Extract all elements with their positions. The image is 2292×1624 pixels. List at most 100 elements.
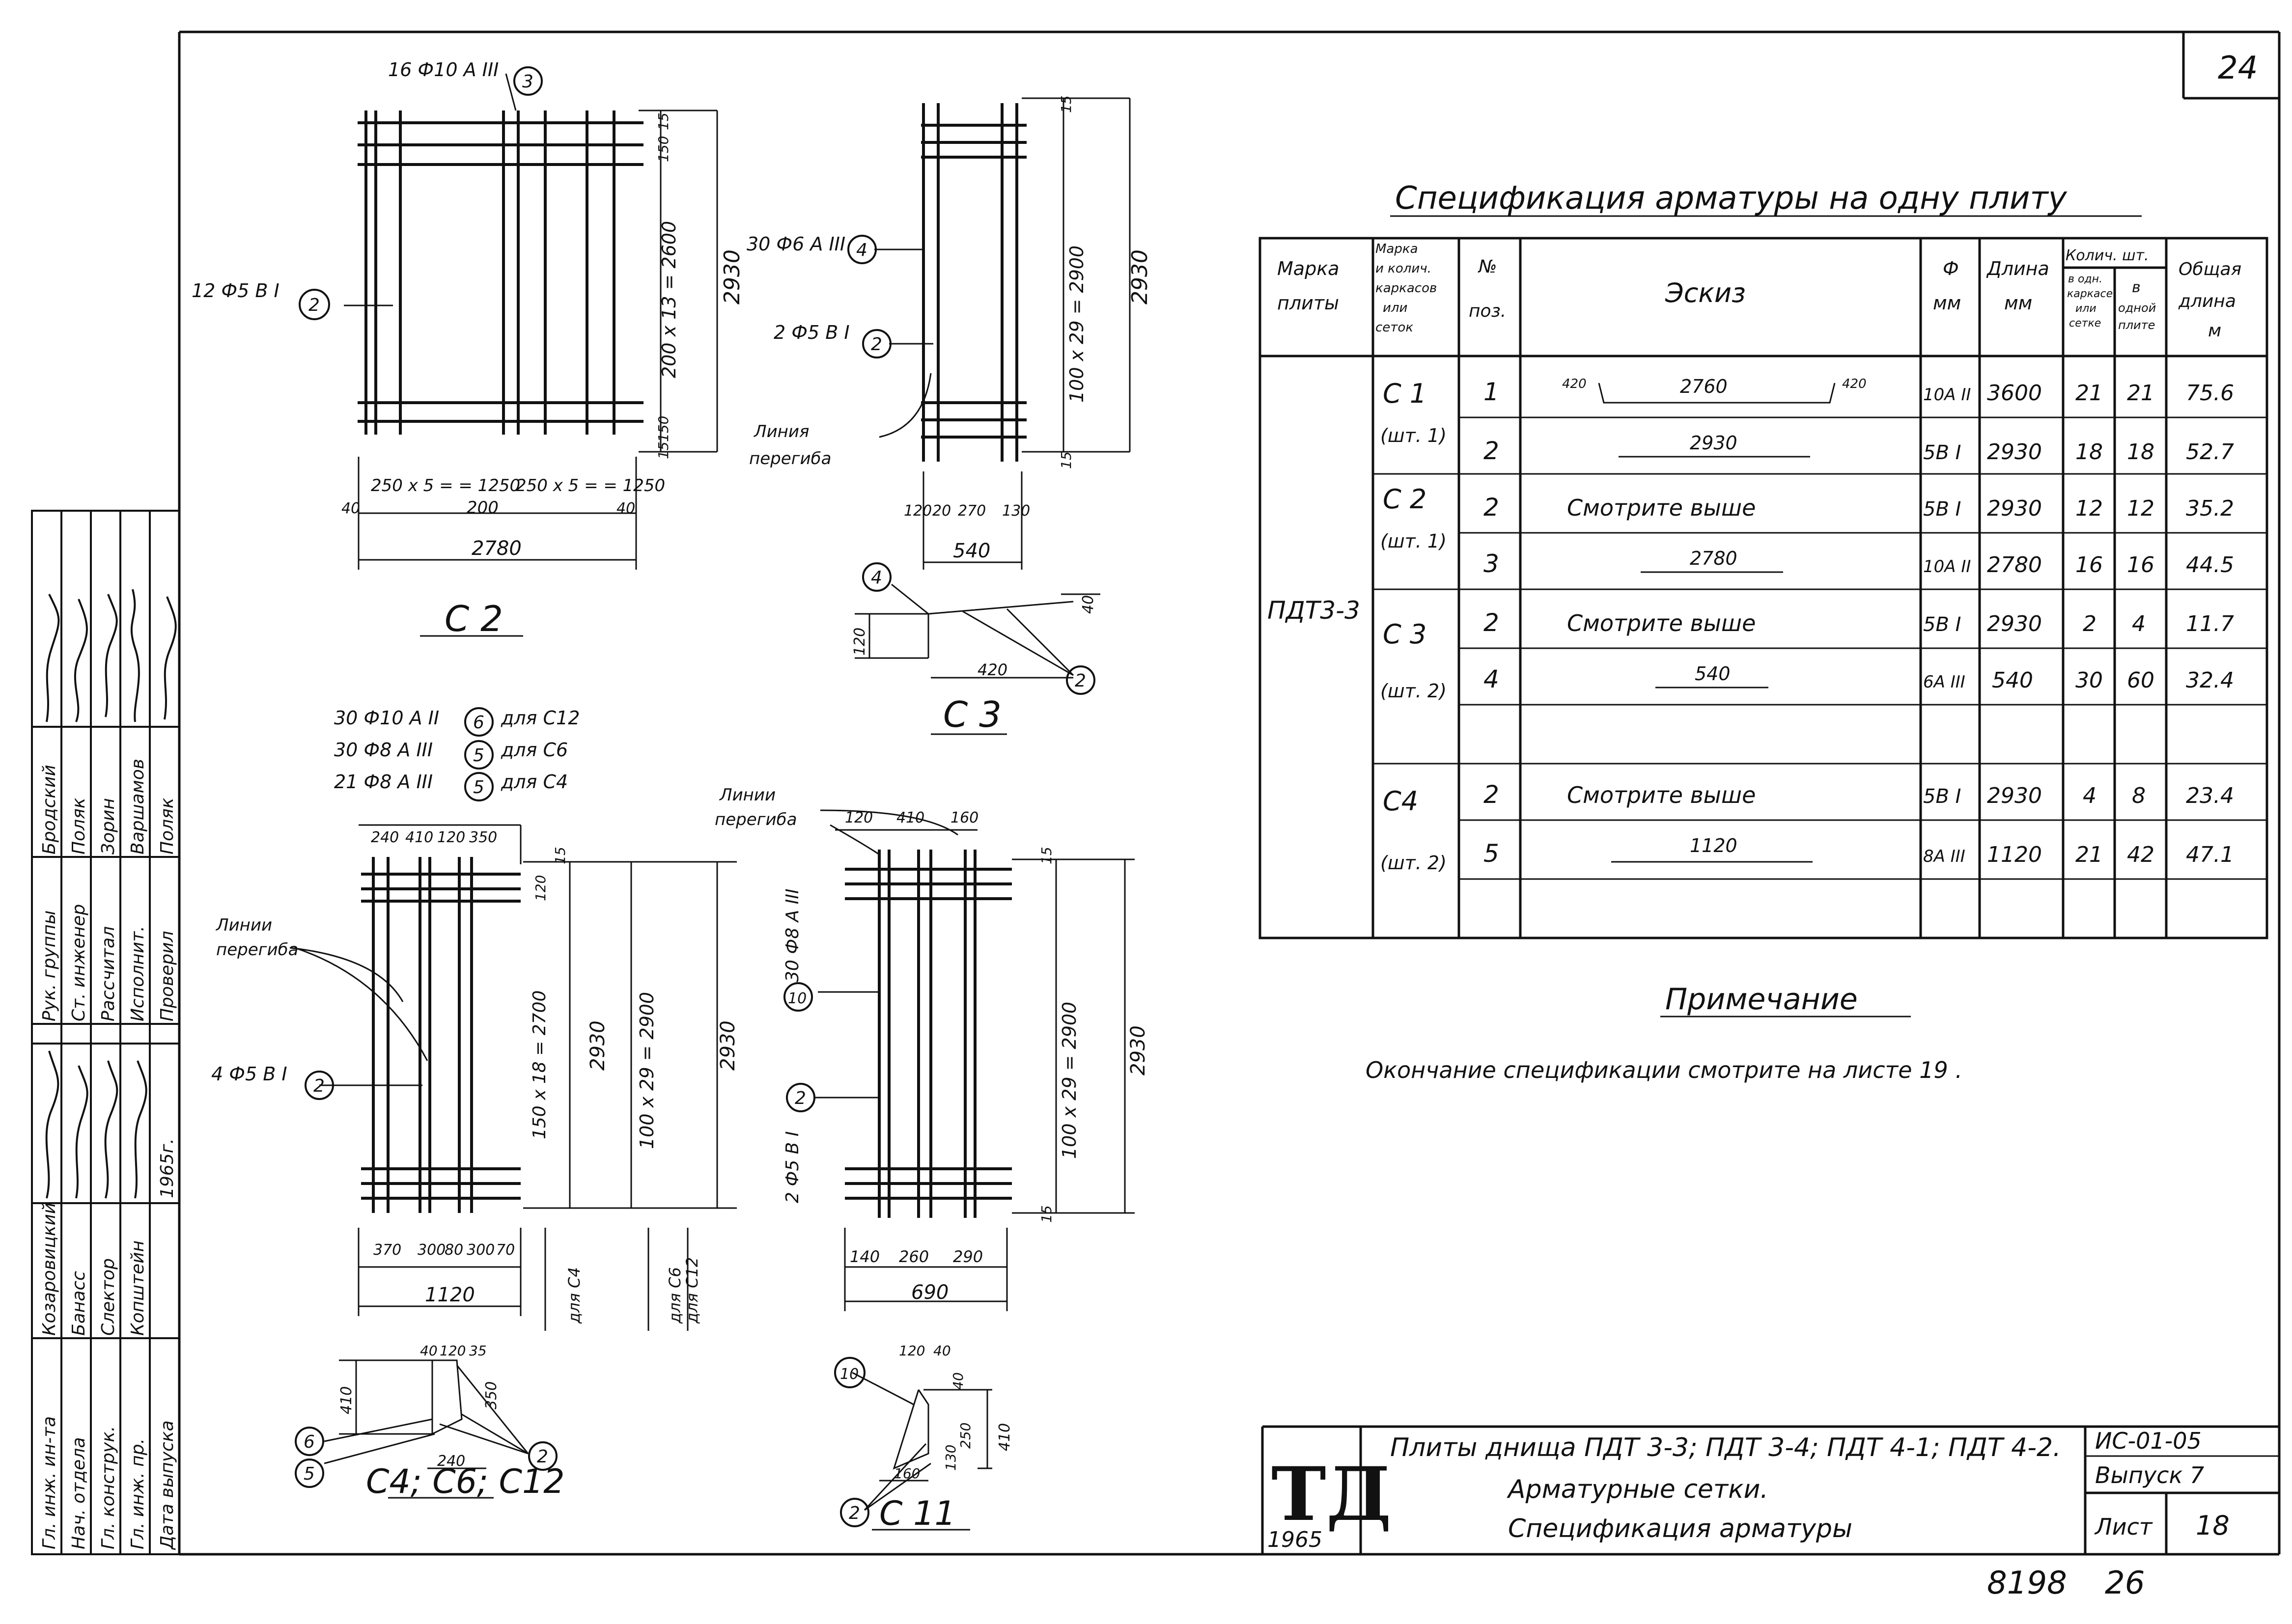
c4-detail-top-1: 120 [440,1343,466,1359]
spec-r4-pos: 3 [1483,550,1499,578]
spec-r8-len: 2930 [1987,783,2042,808]
c3-title: С 3 [943,694,1002,735]
signatures [45,589,177,1199]
c11-callout-10-mark: 10 [788,990,807,1007]
note-title: Примечание [1665,982,1858,1017]
c4-dim-vert-b: 2930 [587,1020,609,1071]
note-block: Примечание Окончание спецификации смотри… [1366,982,1962,1083]
spec-r3-sketch: Смотрите выше [1567,495,1756,521]
spec-r3-group-qty: (шт. 1) [1380,530,1447,552]
c4-dim-bot-1: 300 [418,1241,446,1259]
spec-r6-dia: 6А III [1923,672,1965,692]
spec-h-qty-a-3: или [2075,303,2096,315]
c11-bend-label-2: перегиба [715,810,797,829]
c11-dim-vert-grid: 100 x 29 = 2900 [1059,1002,1080,1159]
c3-dim-bot-a: 15 [1058,451,1074,469]
spec-r2-pos: 2 [1483,437,1499,465]
spec-r1-qb: 21 [2127,381,2154,406]
spec-r9-pos: 5 [1483,839,1499,868]
stamp-name-8: Слектор [98,1258,118,1336]
c4-detail-d: 350 [483,1381,500,1409]
stamp-name-3: Зорин [98,798,118,854]
c4-label-c4: для С4 [565,1267,584,1324]
spec-title: Спецификация арматуры на одну плиту [1395,180,2068,217]
spec-h-dia-2: мм [1933,292,1961,314]
c3-dim-vert-grid: 100 x 29 = 2900 [1066,246,1088,403]
c2-dim-total-width: 2780 [472,537,522,560]
spec-r6-pos: 4 [1483,665,1499,693]
spec-h-len-1: Длина [1986,258,2049,279]
spec-r3-qa: 12 [2075,496,2103,521]
spec-r4-len: 2780 [1987,552,2042,578]
c2-callout-3-text: 16 Ф10 А III [388,59,499,81]
c3-bend-label-2: перегиба [749,449,831,468]
c4-detail-m2: 2 [537,1447,548,1467]
drawing-c3: 30 Ф6 А III 4 2 Ф5 В I 2 Линия перегиба … [747,95,1152,735]
stamp-role-1: Рук. группы [39,910,59,1021]
c2-dim-bot-a: 150 [655,416,671,442]
spec-r6-qb: 60 [2127,668,2154,693]
c11-dim-total-width: 690 [911,1281,949,1304]
title-logo: ТД [1271,1451,1392,1538]
title-sheet-no: 18 [2196,1510,2230,1541]
c4-detail-w: 240 [437,1453,465,1470]
spec-r8-pos: 2 [1483,780,1499,809]
spec-r9-sketch: 1120 [1690,835,1737,856]
title-line-3: Спецификация арматуры [1508,1514,1852,1543]
spec-r5-pos: 2 [1483,608,1499,637]
spec-h-total-2: длина [2178,291,2236,311]
spec-r1-group-qty: (шт. 1) [1380,425,1447,446]
c2-dim-vert-grid: 200 x 13 = 2600 [658,221,680,378]
stamp-role-4: Исполнит. [128,926,148,1021]
c4-legend-3-mark: 5 [473,777,484,798]
c4-legend-2-for: для С6 [501,739,568,761]
c4-detail-top-2: 35 [469,1343,487,1359]
spec-r4-qb: 16 [2127,552,2154,578]
c4-legend-2-text: 30 Ф8 А III [334,739,433,761]
c3-detail-w: 420 [978,661,1007,679]
spec-h-total-1: Общая [2179,259,2241,279]
stamp-role-7: Нач. отдела [69,1437,89,1549]
spec-h-qty-b-3: плите [2118,318,2155,332]
c4-bend-label-2: перегиба [216,940,298,960]
c4-legend-2-mark: 5 [473,745,484,766]
spec-h-pos-1: № [1478,257,1497,277]
spec-r2-sketch: 2930 [1690,432,1737,454]
spec-r1-sketch-l: 420 [1562,377,1587,391]
spec-r5-qb: 4 [2132,611,2146,636]
stamp-role-6: Гл. инж. ин-та [39,1416,59,1549]
c11-callout-2-mark: 2 [795,1088,806,1108]
c11-dim-top-15: 15 [1038,847,1055,864]
c11-dim-top-0: 120 [845,809,873,826]
spec-h-karkas-5: сеток [1375,320,1413,335]
c2-dim-horiz-mid: 200 [467,498,499,518]
title-line-1: Плиты днища ПДТ 3-3; ПДТ 3-4; ПДТ 4-1; П… [1390,1433,2061,1462]
c4-detail-m6: 6 [304,1432,315,1452]
c11-detail-r: 40 [950,1372,966,1390]
c4-dim-top-3: 350 [469,829,497,846]
spec-r5-len: 2930 [1987,611,2042,636]
spec-r3-pos: 2 [1483,493,1499,522]
c4-bend-label: Линии [215,915,272,935]
stamp-name-7: Банасс [69,1271,89,1336]
c2-dim-edge-left: 40 [341,500,360,517]
c11-dim-top-2: 160 [950,809,978,826]
stamp-role-3: Рассчитал [98,926,118,1021]
stamp-name-4: Варшамов [128,759,148,854]
c3-dim-total-width: 540 [953,540,990,562]
spec-h-len-2: мм [2004,292,2032,314]
spec-r5-total: 11.7 [2186,611,2234,636]
c11-detail-w: 160 [894,1465,920,1482]
spec-r4-qa: 16 [2075,552,2103,578]
spec-h-pos-2: поз. [1469,301,1506,321]
spec-r1-group: С 1 [1383,378,1426,409]
spec-r9-dia: 8А III [1923,847,1965,866]
spec-r2-total: 52.7 [2186,440,2234,465]
spec-h-sketch: Эскиз [1665,277,1746,308]
spec-r3-dia: 5В I [1923,498,1961,521]
c4-dim-top-15: 15 [552,847,568,864]
spec-r9-qa: 21 [2075,842,2103,867]
title-code: ИС-01-05 [2095,1428,2202,1454]
stamp-name-1: Бродский [39,765,59,854]
c11-detail-h3: 410 [996,1423,1013,1451]
